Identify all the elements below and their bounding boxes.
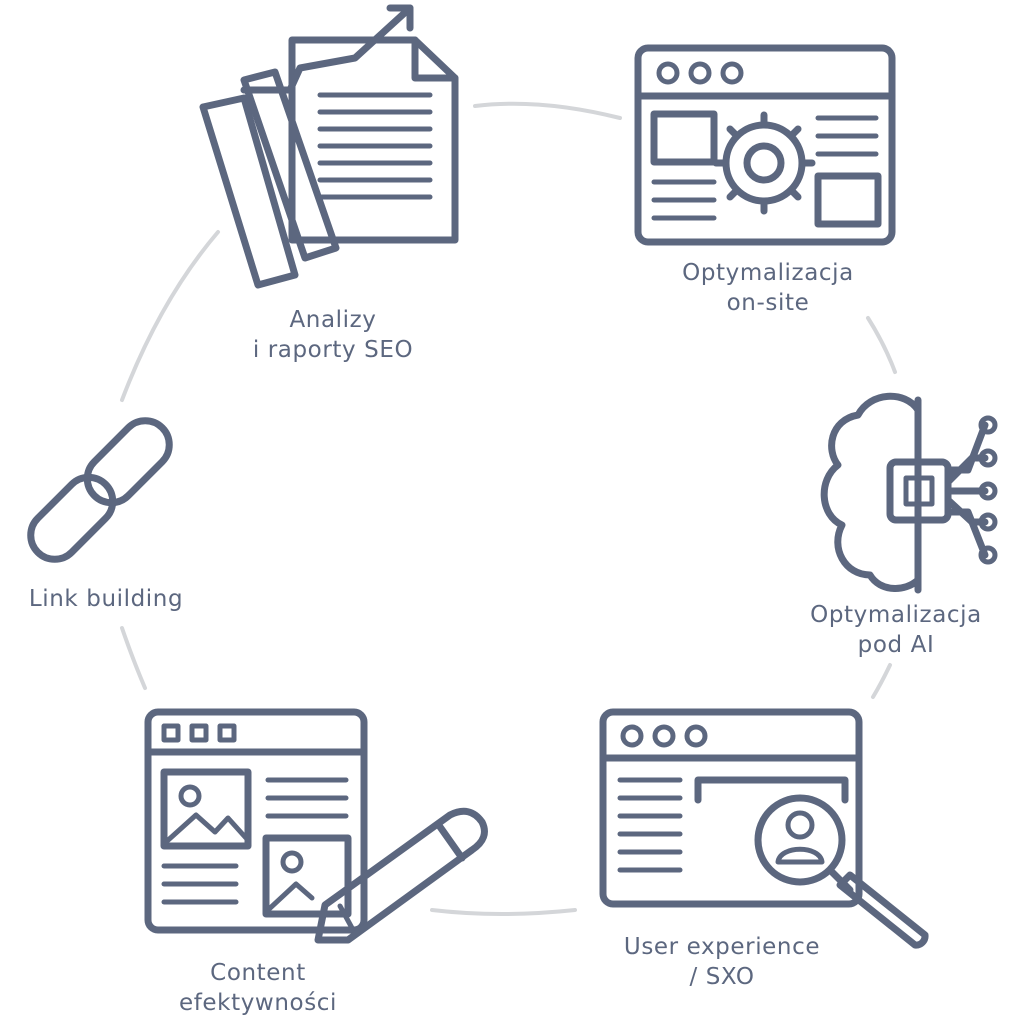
step-label-line: on-site [726,290,810,316]
step-label-analizy: Analizy i raporty SEO [208,305,458,365]
ring-segment [866,316,897,374]
ring-segment [120,230,220,402]
step-label-links: Link building [0,584,212,614]
step-label-line: Optymalizacja [682,260,854,286]
browser-magnifier-user-icon [599,708,929,949]
step-label-ai: Optymalizacja pod AI [768,600,1024,660]
step-label-line: efektywności [178,990,338,1016]
ring-segment [120,626,147,690]
step-label-line: pod AI [857,632,935,658]
step-label-line: / SXO [689,964,755,990]
cycle-ring [120,101,897,916]
step-label-line: Content [210,960,306,986]
ring-segment [430,908,577,916]
step-label-line: User experience [623,934,821,960]
step-label-content: Content efektywności [118,958,398,1018]
chain-link-icon [27,417,173,563]
ring-segment [473,101,622,120]
ring-segment [871,663,892,699]
step-label-line: Analizy [289,307,377,333]
brain-chip-icon [820,392,998,594]
browser-gear-icon [634,44,896,246]
step-label-line: Optymalizacja [810,602,982,628]
documents-chart-icon [199,4,459,289]
step-label-onsite: Optymalizacja on-site [628,258,908,318]
step-label-line: Link building [28,586,184,612]
browser-images-pencil-icon [144,708,488,944]
step-label-ux: User experience / SXO [572,932,872,992]
step-label-line: i raporty SEO [252,337,414,363]
